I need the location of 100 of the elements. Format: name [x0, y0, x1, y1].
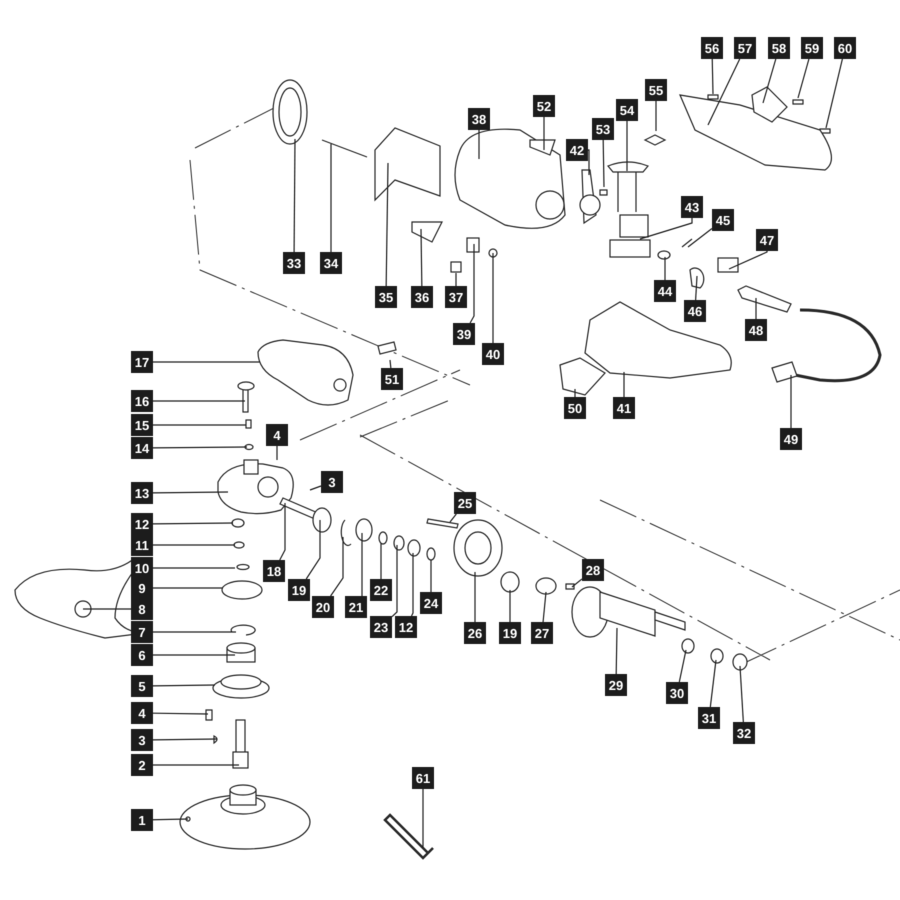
- leader-line: [389, 360, 392, 368]
- leader-line: [276, 446, 278, 460]
- callout-number: 19: [499, 622, 521, 644]
- leader-line: [153, 587, 223, 589]
- leader-line: [380, 543, 382, 579]
- leader-line: [762, 58, 776, 104]
- leader-line: [623, 372, 625, 397]
- leader-line: [153, 361, 260, 363]
- leader-line: [509, 590, 511, 622]
- leader-line: [279, 503, 286, 560]
- leader-line: [492, 253, 494, 343]
- callout-number: 59: [801, 37, 823, 59]
- callout-number: 16: [131, 390, 153, 412]
- callout-number: 1: [131, 809, 153, 831]
- leader-line: [542, 592, 547, 622]
- leader-line: [602, 140, 605, 188]
- callout-number: 24: [420, 592, 442, 614]
- callout-number: 34: [320, 252, 342, 274]
- callout-number: 58: [768, 37, 790, 59]
- callout-number: 56: [701, 37, 723, 59]
- callout-number: 41: [613, 397, 635, 419]
- callout-number: 12: [131, 513, 153, 535]
- leader-line: [330, 537, 344, 596]
- callout-number: 35: [375, 286, 397, 308]
- callout-number: 3: [131, 729, 153, 751]
- callout-number: 21: [345, 596, 367, 618]
- callout-number: 14: [131, 437, 153, 459]
- leader-line: [739, 666, 744, 722]
- callout-number: 44: [654, 280, 676, 302]
- leader-line: [450, 514, 457, 522]
- callout-number: 32: [733, 722, 755, 744]
- callout-number: 49: [780, 428, 802, 450]
- leader-line: [588, 149, 590, 175]
- leader-line: [678, 650, 687, 682]
- callout-number: 36: [411, 286, 433, 308]
- leader-line: [153, 764, 239, 766]
- leader-line: [153, 654, 235, 656]
- callout-number: 23: [370, 616, 392, 638]
- leader-line: [306, 520, 321, 580]
- callout-number: 13: [131, 482, 153, 504]
- callout-number: 25: [454, 492, 476, 514]
- leader-line: [478, 130, 480, 159]
- leader-line: [474, 572, 476, 622]
- leader-line: [330, 144, 332, 252]
- leader-line: [153, 400, 245, 402]
- leader-line: [310, 485, 322, 491]
- callout-number: 45: [712, 209, 734, 231]
- leader-line: [755, 298, 757, 319]
- callout-number: 18: [263, 560, 285, 582]
- callout-number: 11: [131, 534, 153, 556]
- leader-line: [455, 273, 457, 286]
- callout-number: 55: [645, 79, 667, 101]
- leader-line: [616, 628, 618, 674]
- callout-number: 43: [681, 196, 703, 218]
- callout-number: 53: [592, 118, 614, 140]
- callout-number: 6: [131, 644, 153, 666]
- callout-number: 20: [312, 596, 334, 618]
- callout-number: 30: [666, 682, 688, 704]
- callout-number: 37: [445, 286, 467, 308]
- callout-number: 17: [131, 351, 153, 373]
- leader-line: [430, 560, 432, 592]
- callout-number: 52: [533, 95, 555, 117]
- leader-line: [152, 818, 188, 820]
- leader-line: [153, 567, 235, 569]
- leader-line: [572, 578, 582, 588]
- callout-number: 19: [288, 579, 310, 601]
- leader-line: [688, 228, 712, 248]
- leader-line: [420, 229, 422, 286]
- callout-number: 10: [131, 557, 153, 579]
- callout-number: 5: [131, 675, 153, 697]
- callout-number: 51: [381, 368, 403, 390]
- leader-line: [707, 58, 740, 126]
- callout-number: 47: [756, 229, 778, 251]
- leader-line: [294, 139, 296, 252]
- callout-number: 4: [131, 702, 153, 724]
- callout-number: 33: [283, 252, 305, 274]
- callout-number: 27: [531, 622, 553, 644]
- callout-number: 7: [131, 621, 153, 643]
- callout-number: 57: [734, 37, 756, 59]
- callout-number: 39: [453, 323, 475, 345]
- leader-line: [797, 58, 810, 98]
- callout-number: 61: [412, 767, 434, 789]
- leader-line: [153, 544, 235, 546]
- callout-number: 28: [582, 559, 604, 581]
- callout-number: 12: [395, 616, 417, 638]
- leader-line: [825, 58, 843, 128]
- callout-number: 15: [131, 414, 153, 436]
- leader-line: [422, 789, 424, 848]
- leader-line: [712, 58, 714, 94]
- callout-number: 22: [370, 579, 392, 601]
- leader-line: [710, 660, 717, 708]
- leader-line: [83, 608, 131, 610]
- leader-line: [640, 218, 693, 240]
- callout-number: 29: [605, 674, 627, 696]
- callout-number: 26: [464, 622, 486, 644]
- callout-number: 46: [684, 300, 706, 322]
- leader-line: [790, 375, 792, 428]
- callout-number: 40: [482, 343, 504, 365]
- leader-line: [392, 545, 398, 618]
- callout-number: 38: [468, 108, 490, 130]
